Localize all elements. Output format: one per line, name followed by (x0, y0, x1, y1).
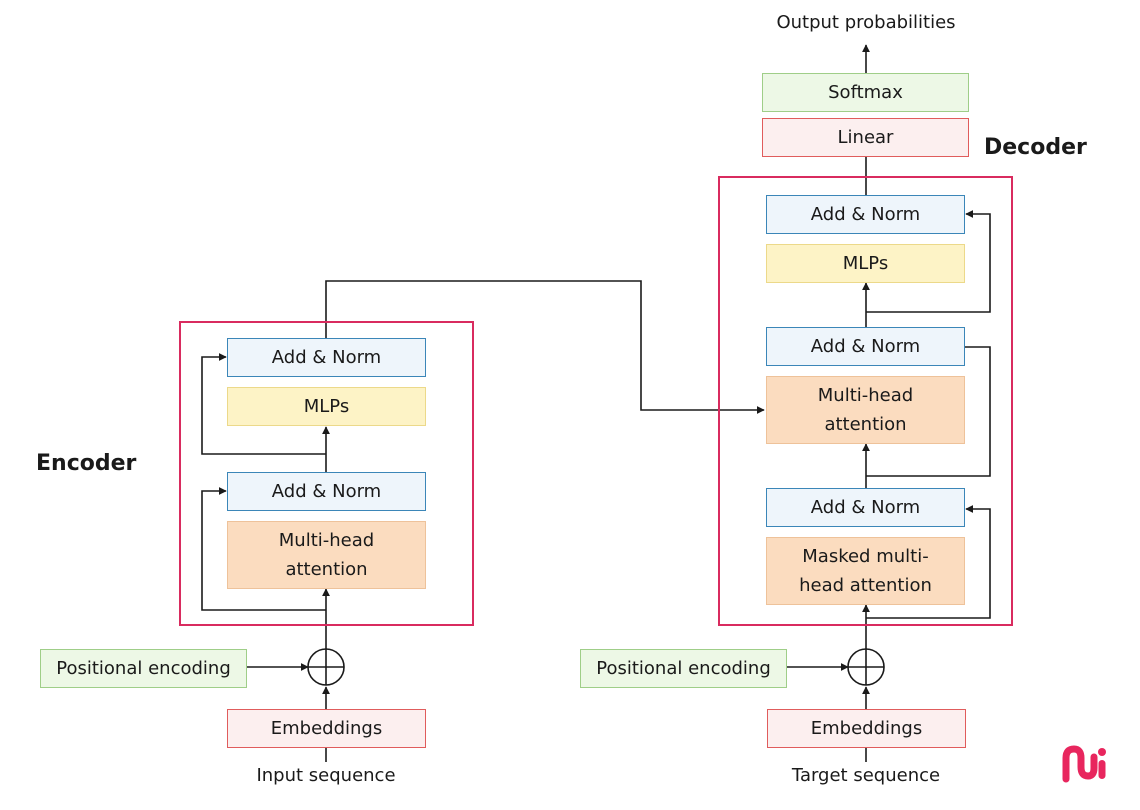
decoder-residual-2-wire (866, 346, 991, 477)
decoder-residual-1-wire (866, 505, 991, 619)
encoder-mlps: MLPs (227, 387, 426, 426)
decoder-embeddings: Embeddings (767, 709, 966, 748)
encoder-frame (179, 321, 474, 626)
decoder-add-norm-mid: Add & Norm (766, 327, 965, 366)
encoder-to-decoder-wire (325, 280, 765, 414)
encoder-residual-1-wire (201, 487, 326, 611)
decoder-residual-3-wire (866, 210, 991, 313)
decoder-add-norm-bottom: Add & Norm (766, 488, 965, 527)
decoder-masked-multi-head-attention: Masked multi-head attention (766, 537, 965, 605)
decoder-add-norm-top: Add & Norm (766, 195, 965, 234)
decoder-multi-head-attention: Multi-head attention (766, 376, 965, 444)
decoder-input-label: Target sequence (791, 765, 941, 786)
decoder-softmax: Softmax (762, 73, 969, 112)
brand-logo-icon (1062, 745, 1106, 783)
encoder-residual-2-wire (201, 353, 326, 455)
encoder-positional-encoding: Positional encoding (40, 649, 247, 688)
encoder-title: Encoder (36, 451, 137, 476)
decoder-positional-encoding: Positional encoding (580, 649, 787, 688)
decoder-output-label: Output probabilities (776, 12, 956, 33)
decoder-title: Decoder (984, 135, 1087, 160)
decoder-mlps: MLPs (766, 244, 965, 283)
encoder-add-norm-top: Add & Norm (227, 338, 426, 377)
encoder-input-label: Input sequence (256, 765, 396, 786)
encoder-embeddings: Embeddings (227, 709, 426, 748)
decoder-frame (718, 176, 1013, 626)
encoder-add-norm-bottom: Add & Norm (227, 472, 426, 511)
decoder-linear: Linear (762, 118, 969, 157)
encoder-multi-head-attention: Multi-head attention (227, 521, 426, 589)
